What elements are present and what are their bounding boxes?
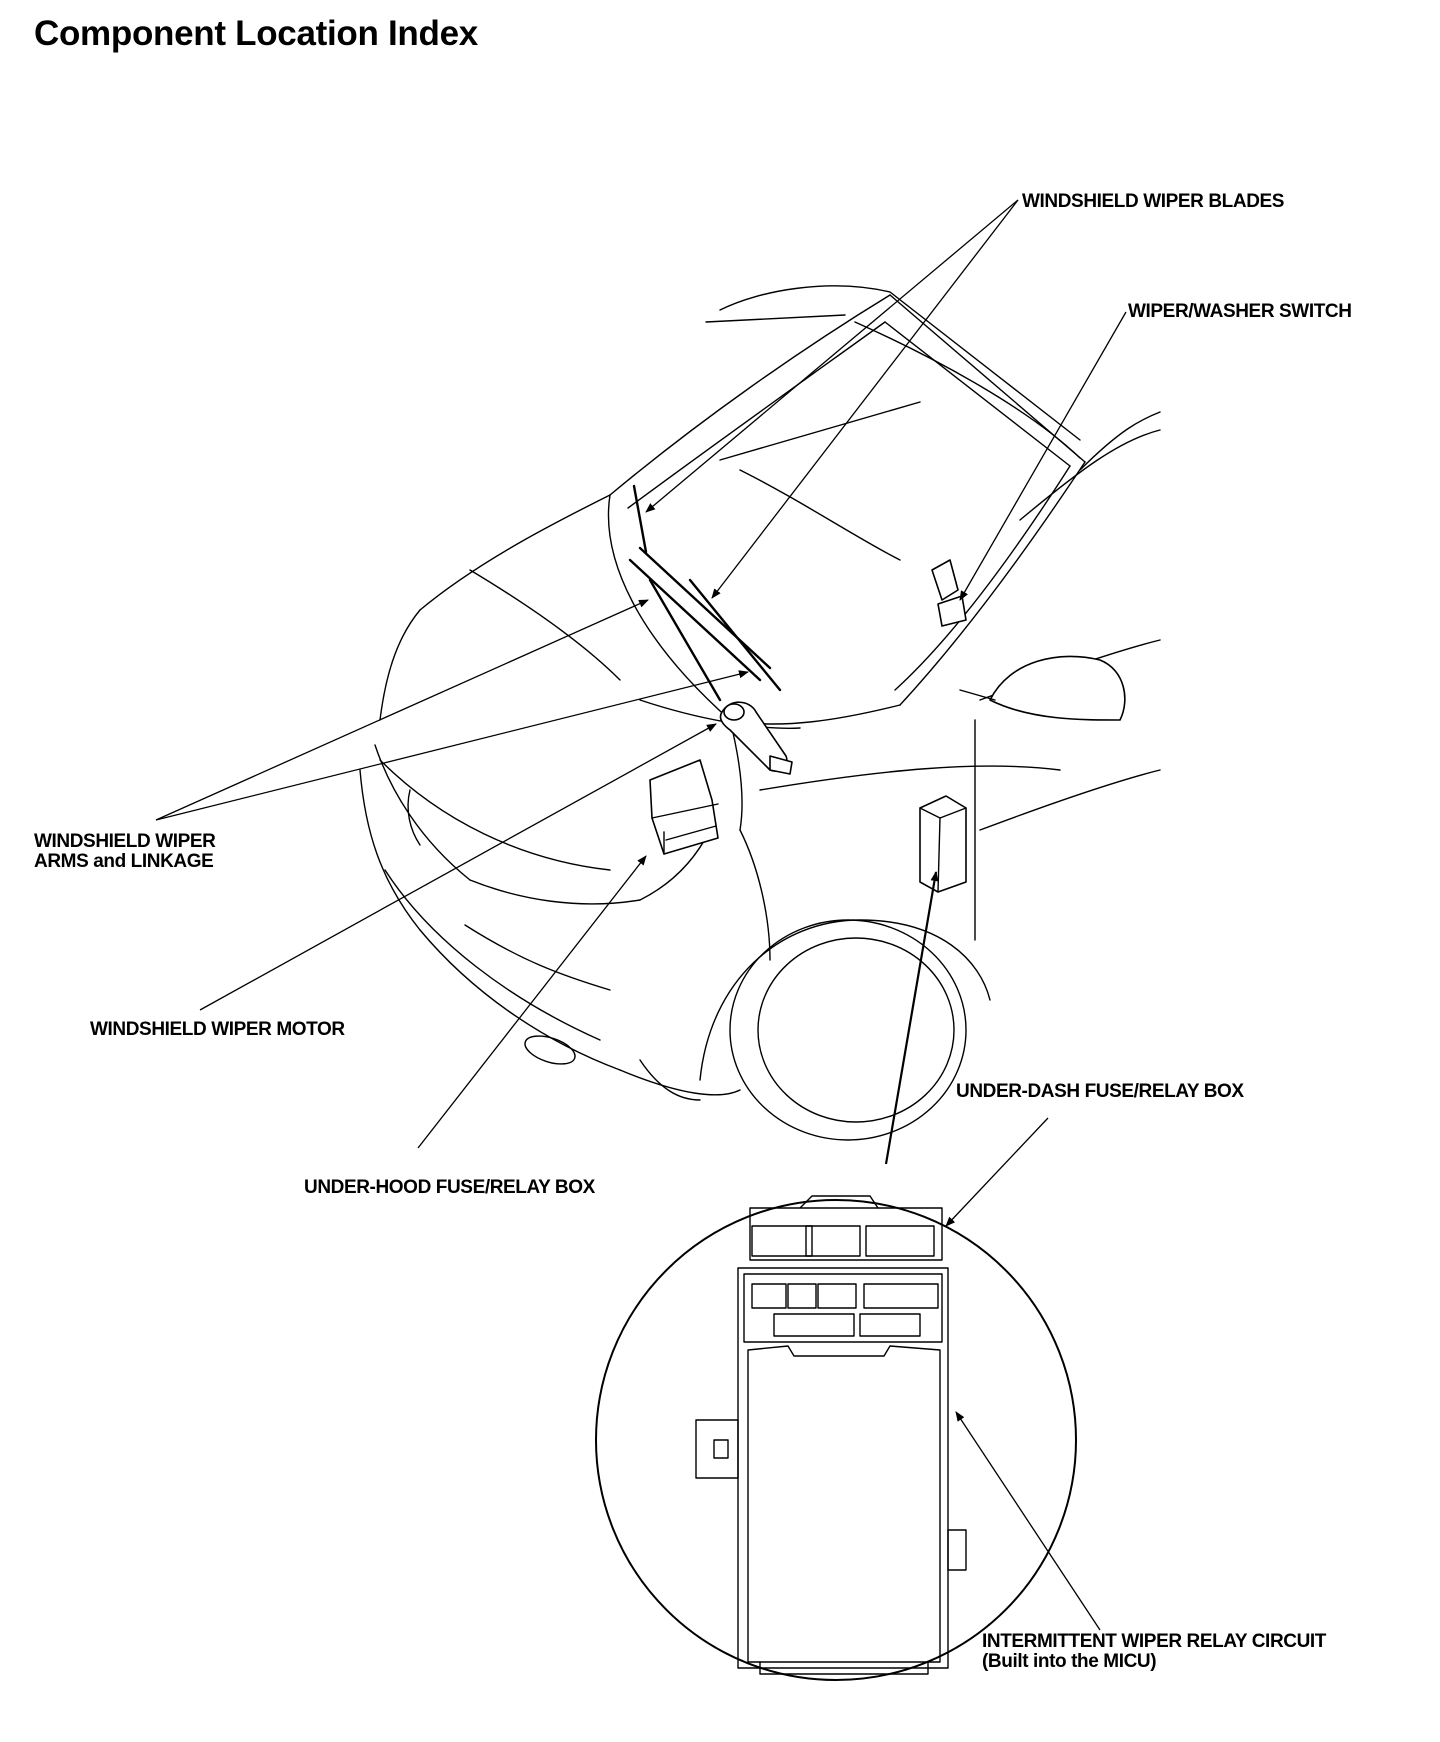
wiper-washer-switch (931, 559, 967, 627)
wiper-motor (719, 701, 793, 775)
callout-intermittent-wiper-relay: INTERMITTENT WIPER RELAY CIRCUIT (Built … (982, 1632, 1326, 1672)
callout-under-hood-fuse-box: UNDER-HOOD FUSE/RELAY BOX (304, 1177, 595, 1198)
callout-windshield-wiper-blades: WINDSHIELD WIPER BLADES (1022, 191, 1285, 212)
callout-relay-circuit-line1: INTERMITTENT WIPER RELAY CIRCUIT (982, 1631, 1326, 1652)
page-title: Component Location Index (34, 14, 478, 53)
callout-leaders (155, 199, 1127, 1631)
under-hood-fuse-box (649, 759, 719, 855)
callout-wiper-arms-linkage: WINDSHIELD WIPER ARMS and LINKAGE (34, 832, 216, 872)
callout-under-dash-fuse-box: UNDER-DASH FUSE/RELAY BOX (956, 1081, 1244, 1102)
callout-windshield-wiper-motor: WINDSHIELD WIPER MOTOR (90, 1019, 345, 1040)
vehicle-body (359, 285, 1161, 1141)
under-dash-detail-view (595, 1195, 1077, 1681)
callout-wiper-washer-switch: WIPER/WASHER SWITCH (1128, 301, 1352, 322)
callout-relay-circuit-line2: (Built into the MICU) (982, 1651, 1157, 1672)
wiper-blades-and-arms (628, 484, 782, 702)
under-dash-fuse-box (919, 795, 967, 893)
callout-wiper-arms-line1: WINDSHIELD WIPER (34, 831, 216, 852)
callout-wiper-arms-line2: ARMS and LINKAGE (34, 851, 214, 872)
